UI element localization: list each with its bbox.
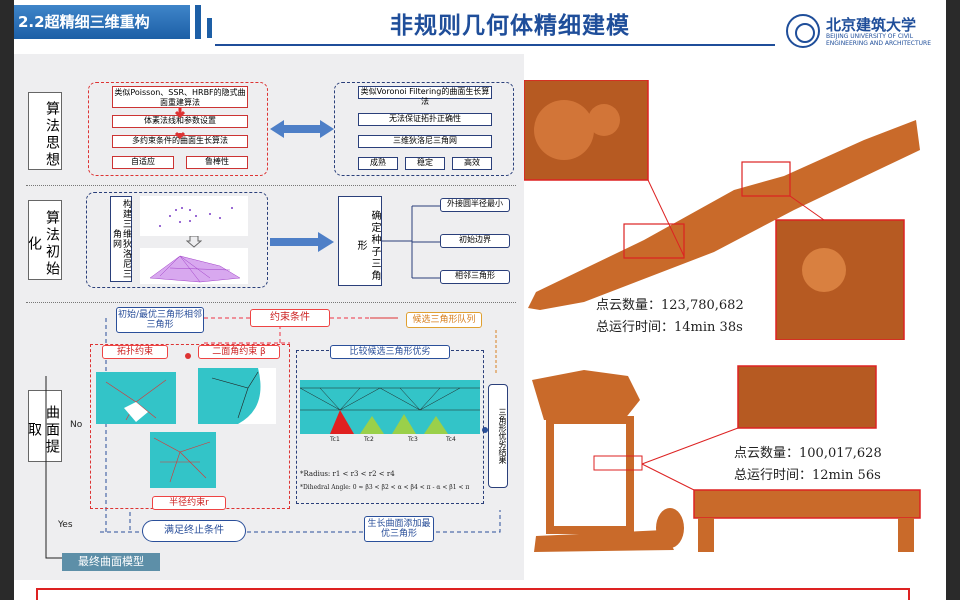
stop-condition-box: 满足终止条件 [142,520,246,542]
candidate-mesh-image [299,380,480,434]
min-radius-box: 外接圆半径最小 [440,198,510,212]
topology-constraint: 拓扑约束 [102,345,168,359]
header-accent-bar-small [207,18,212,38]
idea-blue-4: 成熟 [358,157,398,170]
right-arrow-icon [270,232,334,252]
page-title: 非规则几何体精细建模 [390,13,630,39]
topology-mesh-image [96,372,176,424]
initial-border-box: 初始边界 [440,234,510,248]
label-algorithm-idea: 算法思想 [28,92,62,170]
radius-formula: *Radius: r1 < r3 < r2 < r4 [300,470,395,478]
divider [26,302,516,303]
grow-surface-box: 生长曲面添加最优三角形 [364,516,434,542]
idea-blue-5: 稳定 [405,157,445,170]
constraint-box: 约束条件 [250,309,330,327]
pavilion-point-count: 点云数量：100,017,628 [734,446,882,461]
compare-candidates: 比较候选三角形优劣 [330,345,450,359]
implicit-group [88,82,268,176]
double-arrow-icon [270,120,334,138]
init-optimal-box: 初始/最优三角形相邻三角形 [116,307,204,333]
tc3-label: Tc3 [408,436,418,443]
mesh-thumb [140,248,248,284]
tc1-label: Tc1 [330,436,340,443]
university-name-en: BEIJING UNIVERSITY OF CIVIL ENGINEERING … [826,33,931,47]
idea-blue-2: 无法保证拓扑正确性 [358,113,492,126]
seed-triangle-box: 确定种子三角形 [338,196,382,286]
init-branch-lines [382,205,440,279]
pointcloud-thumb [140,196,248,236]
left-frame [0,0,14,600]
yes-label: Yes [58,520,73,530]
idea-blue-6: 高效 [452,157,492,170]
tc4-label: Tc4 [446,436,456,443]
init-group [86,192,268,288]
pavilion-run-time: 总运行时间：12min 56s [734,468,881,483]
dihedral-formula: *Dihedral Angle: 0 ≈ β3 < β2 < α < β4 < … [300,484,470,491]
neighbor-triangle-box: 相邻三角形 [440,270,510,284]
dihedral-constraint: 二面角约束 β [198,345,280,359]
bottom-note-box [36,588,910,600]
divider [26,185,516,186]
result-vertical-box: 三角形优劣结果 [488,384,508,488]
dragon-run-time: 总运行时间：14min 38s [596,320,743,335]
dihedral-mesh-image [198,368,276,424]
section-tab: 2.2超精细三维重构 [14,5,190,39]
red-arrows [174,108,186,140]
idea-red-1: 类似Poisson、SSR、HRBF的隐式曲面重建算法 [112,86,248,108]
university-seal-icon [786,14,820,48]
down-arrow-icon [186,236,202,248]
dragon-pillar-panel [523,79,922,341]
tc2-label: Tc2 [364,436,374,443]
right-frame [946,0,960,600]
no-label: No [70,420,83,430]
voronoi-group [334,82,514,176]
build-delaunay-box: 构建三维狄洛尼三角网 [110,196,132,282]
candidate-queue-box: 候选三角形队列 [406,312,482,328]
idea-red-4: 自适应 [112,156,174,169]
idea-blue-1: 类似Voronoi Filtering的曲面生长算法 [358,86,492,106]
university-name: 北京建筑大学 [826,16,917,34]
label-surface-extraction: 曲面提取 [26,390,62,462]
label-algorithm-init: 算法初始化 [26,200,62,280]
header-accent-bar [195,5,201,39]
radius-constraint: 半径约束r [152,496,226,510]
idea-red-5: 鲁棒性 [186,156,248,169]
pavilion-panel [524,360,922,556]
idea-blue-3: 三维狄洛尼三角网 [358,135,492,148]
title-underline [215,44,775,46]
dragon-point-count: 点云数量：123,780,682 [596,298,744,313]
radius-mesh-image [150,432,216,488]
final-surface-model: 最终曲面模型 [62,553,160,571]
